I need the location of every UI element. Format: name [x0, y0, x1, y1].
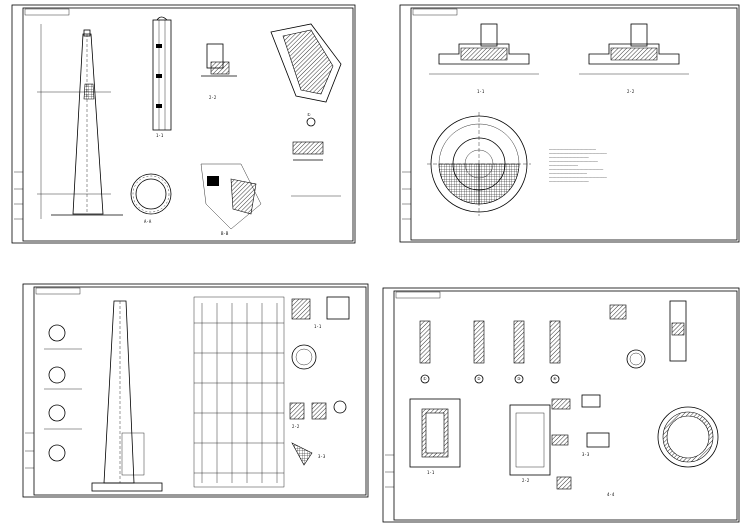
sheet-3-section-1-1: 1-1 [314, 324, 322, 329]
sheet-4-detail-4: ④ [553, 376, 557, 381]
sheet-1-section-b-b: B-B [221, 231, 229, 236]
sheet-4-section-3-3: 3-3 [582, 452, 590, 457]
sheet-4-detail-1: ① [423, 376, 427, 381]
sheet-1-drawing [11, 4, 356, 244]
drawing-sheet-3: 1-1 2-2 3-3 [22, 283, 369, 498]
sheet-4-section-2-2: 2-2 [522, 478, 530, 483]
sheet-3-drawing [22, 283, 369, 498]
rebar-grid [194, 303, 284, 483]
sheet-1-section-1-1: 1-1 [156, 133, 164, 138]
drawing-sheet-2: 1-1 2-2 ────────────────────────── ─────… [399, 4, 740, 243]
sheet-1-section-2-2: 2-2 [209, 95, 217, 100]
sheet-2-section-1-1: 1-1 [477, 89, 485, 94]
sheet-3-section-2-2: 2-2 [292, 424, 300, 429]
sheet-2-drawing [399, 4, 740, 243]
drawing-sheet-4: ① ② ③ ④ 1-1 2-2 3-3 4-4 [382, 287, 740, 523]
drawing-sheet-1: 1-1 2-2 A-A B-B ① [11, 4, 356, 244]
sheet-3-section-3-3: 3-3 [318, 454, 326, 459]
sheet-4-section-4-4: 4-4 [607, 492, 615, 497]
sheet-2-section-2-2: 2-2 [627, 89, 635, 94]
sheet-1-section-a-a: A-A [144, 219, 152, 224]
sheet-4-detail-3: ③ [517, 376, 521, 381]
sheet-2-notes: ────────────────────────── ─────────────… [549, 148, 607, 184]
sheet-4-drawing [382, 287, 740, 523]
sheet-1-detail-marker: ① [307, 112, 311, 117]
sheet-4-detail-2: ② [477, 376, 481, 381]
sheet-4-section-1-1: 1-1 [427, 470, 435, 475]
